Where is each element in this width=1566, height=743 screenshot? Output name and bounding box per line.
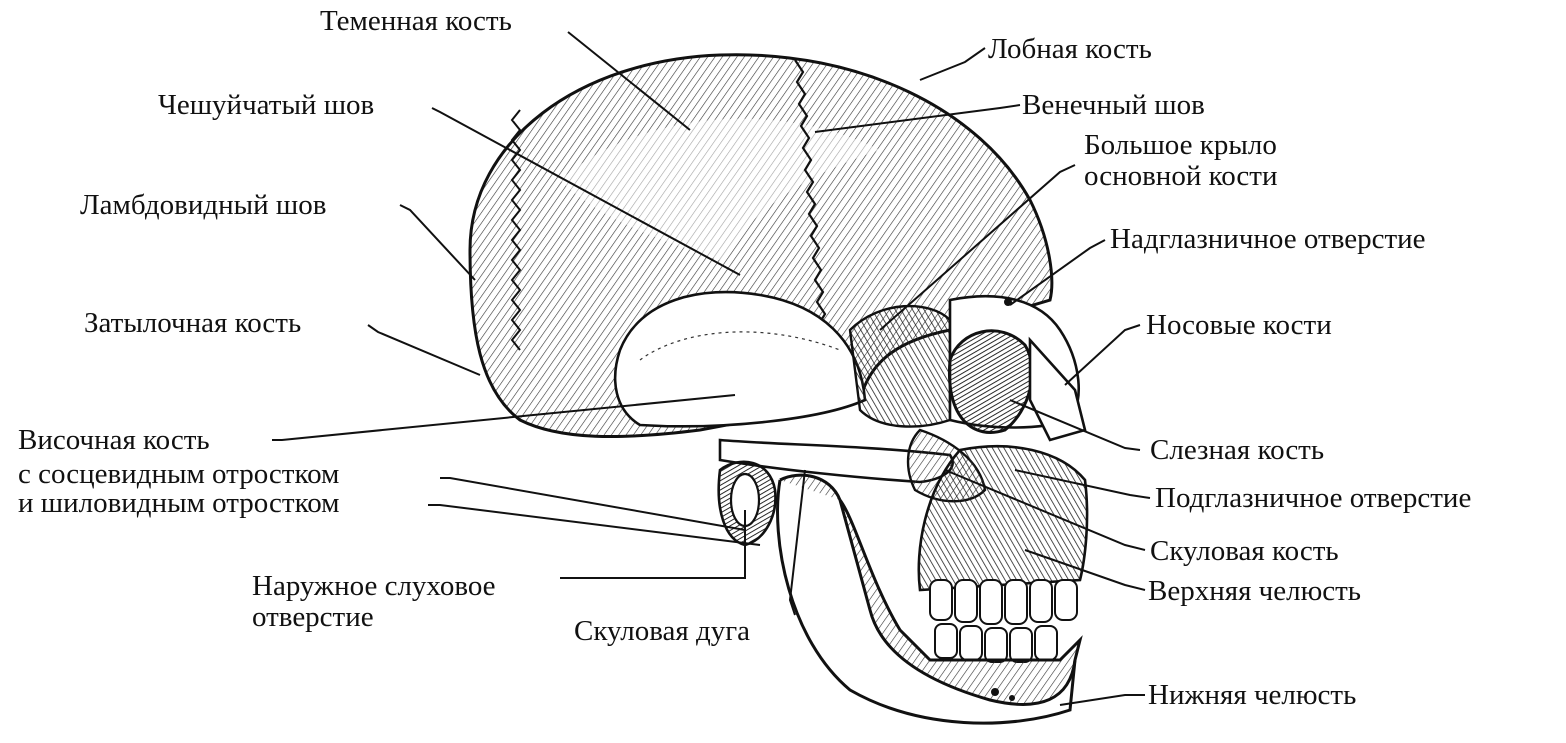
label-lambdoid-suture: Ламбдовидный шов: [80, 190, 326, 221]
label-external-auditory-1: Наружное слуховое: [252, 571, 496, 602]
label-coronal-suture: Венечный шов: [1022, 90, 1205, 121]
label-external-auditory-2: отверстие: [252, 602, 374, 633]
label-occipital-bone: Затылочная кость: [84, 308, 301, 339]
label-parietal-bone: Теменная кость: [320, 6, 512, 37]
label-nasal-bones: Носовые кости: [1146, 310, 1332, 341]
label-squamous-suture: Чешуйчатый шов: [158, 90, 374, 121]
label-supraorbital-foramen: Надглазничное отверстие: [1110, 224, 1426, 255]
label-temporal-mastoid: с сосцевидным отростком: [18, 459, 339, 490]
label-lacrimal-bone: Слезная кость: [1150, 435, 1324, 466]
greater-wing: [850, 306, 950, 427]
label-temporal-bone: Височная кость: [18, 425, 210, 456]
label-temporal-styloid: и шиловидным отростком: [18, 488, 340, 519]
label-maxilla: Верхняя челюсть: [1148, 576, 1361, 607]
lower-teeth: [935, 624, 1057, 662]
upper-teeth: [930, 580, 1077, 624]
label-mandible: Нижняя челюсть: [1148, 680, 1356, 711]
label-infraorbital-foramen: Подглазничное отверстие: [1155, 483, 1471, 514]
label-greater-wing: Большое крыло основной кости: [1084, 130, 1344, 192]
label-zygomatic-arch: Скуловая дуга: [574, 616, 750, 647]
label-frontal-bone: Лобная кость: [988, 34, 1152, 65]
label-zygomatic-bone: Скуловая кость: [1150, 536, 1339, 567]
